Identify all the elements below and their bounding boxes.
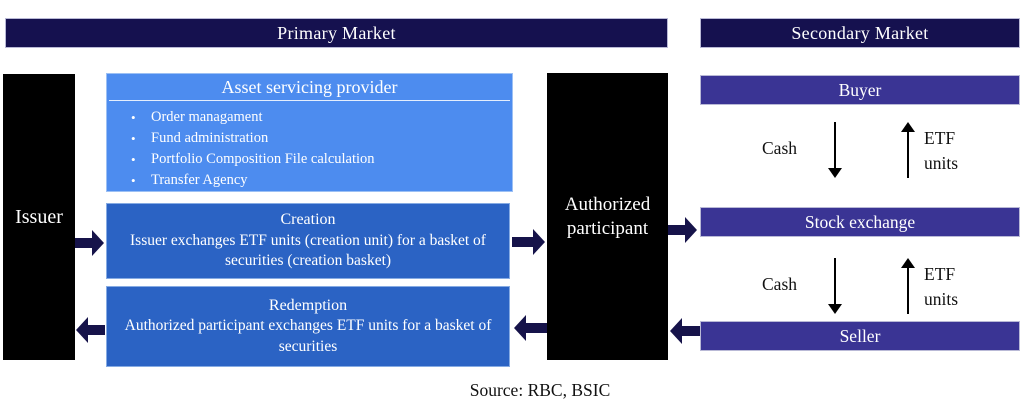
creation-to-authorized-participant-arrow-icon <box>512 229 545 255</box>
issuer-box: Issuer <box>3 74 75 360</box>
creation-box: Creation Issuer exchanges ETF units (cre… <box>106 203 510 279</box>
etf-units-up-arrow-icon <box>900 258 916 314</box>
etf-units-label: ETF units <box>924 264 959 309</box>
list-item: Order managament <box>131 107 502 128</box>
stock-exchange-seller-flow: Cash ETF units <box>700 241 1020 325</box>
asset-servicing-provider-box: Asset servicing provider Order managamen… <box>106 73 513 192</box>
redemption-box: Redemption Authorized participant exchan… <box>106 286 510 367</box>
primary-market-header: Primary Market <box>5 18 668 48</box>
list-item: Transfer Agency <box>131 170 502 191</box>
issuer-to-creation-arrow-icon <box>75 230 104 256</box>
seller-box: Seller <box>700 321 1020 351</box>
stock-exchange-label: Stock exchange <box>804 211 916 232</box>
authorized-participant-box: Authorized participant <box>547 73 668 360</box>
buyer-stock-exchange-flow: Cash ETF units <box>700 105 1020 205</box>
etf-units-up-arrow-icon <box>900 122 916 178</box>
asset-servicing-bullet-list: Order managament Fund administration Por… <box>107 107 512 191</box>
redemption-body: Authorized participant exchanges ETF uni… <box>124 317 492 355</box>
issuer-label: Issuer <box>15 205 63 228</box>
cash-label: Cash <box>762 274 797 294</box>
etf-units-label: ETF units <box>924 128 959 173</box>
seller-to-authorized-participant-arrow-icon <box>670 318 700 344</box>
cash-label: Cash <box>762 138 797 158</box>
seller-label: Seller <box>839 325 881 346</box>
list-item: Portfolio Composition File calculation <box>131 149 502 170</box>
buyer-box: Buyer <box>700 75 1020 105</box>
stock-exchange-box: Stock exchange <box>700 207 1020 237</box>
cash-down-arrow-icon <box>827 122 843 178</box>
cash-down-arrow-icon <box>827 258 843 314</box>
primary-market-header-label: Primary Market <box>277 22 396 43</box>
source-caption: Source: RBC, BSIC <box>469 380 611 400</box>
redemption-to-issuer-arrow-icon <box>76 317 105 343</box>
creation-title: Creation <box>280 211 336 229</box>
secondary-market-header: Secondary Market <box>700 18 1020 48</box>
list-item: Fund administration <box>131 128 502 149</box>
asset-servicing-provider-title: Asset servicing provider <box>109 74 510 101</box>
buyer-label: Buyer <box>838 79 882 100</box>
secondary-market-header-label: Secondary Market <box>791 22 929 43</box>
creation-body: Issuer exchanges ETF units (creation uni… <box>130 231 486 270</box>
authorized-participant-to-redemption-arrow-icon <box>514 315 547 341</box>
redemption-title: Redemption <box>268 296 348 314</box>
authorized-participant-to-stock-exchange-arrow-icon <box>668 217 697 243</box>
authorized-participant-label: Authorized participant <box>564 193 651 239</box>
